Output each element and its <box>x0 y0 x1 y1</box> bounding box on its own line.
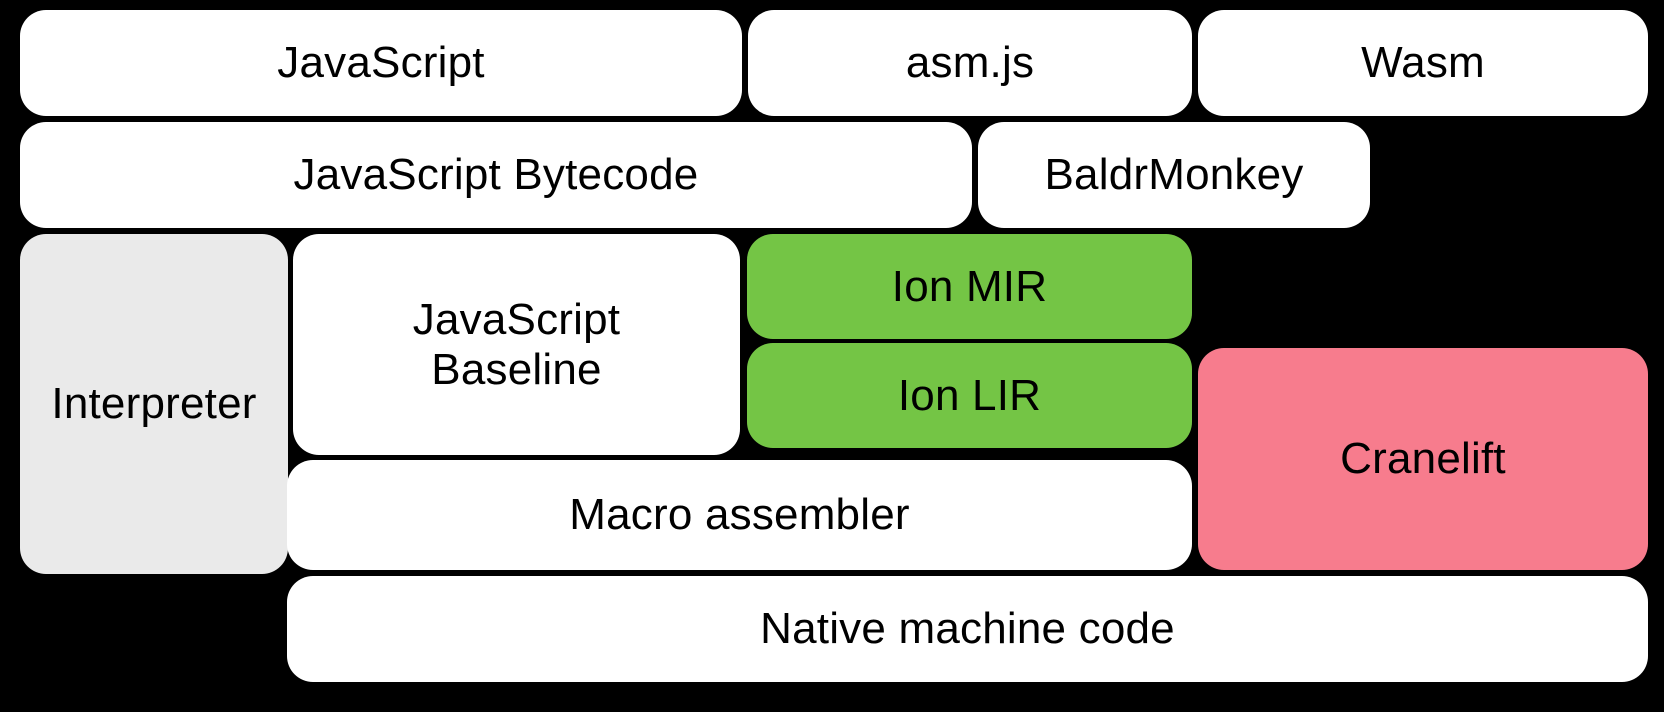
node-asm-js: asm.js <box>748 10 1192 116</box>
node-javascript: JavaScript <box>20 10 742 116</box>
node-baldrmonkey: BaldrMonkey <box>978 122 1370 228</box>
node-interpreter: Interpreter <box>20 234 288 574</box>
node-ion-lir: Ion LIR <box>747 343 1192 448</box>
node-wasm: Wasm <box>1198 10 1648 116</box>
node-javascript-baseline: JavaScript Baseline <box>293 234 740 455</box>
node-ion-mir: Ion MIR <box>747 234 1192 339</box>
node-native-machine-code: Native machine code <box>287 576 1648 682</box>
node-macro-assembler: Macro assembler <box>287 460 1192 570</box>
node-javascript-bytecode: JavaScript Bytecode <box>20 122 972 228</box>
node-cranelift: Cranelift <box>1198 348 1648 570</box>
